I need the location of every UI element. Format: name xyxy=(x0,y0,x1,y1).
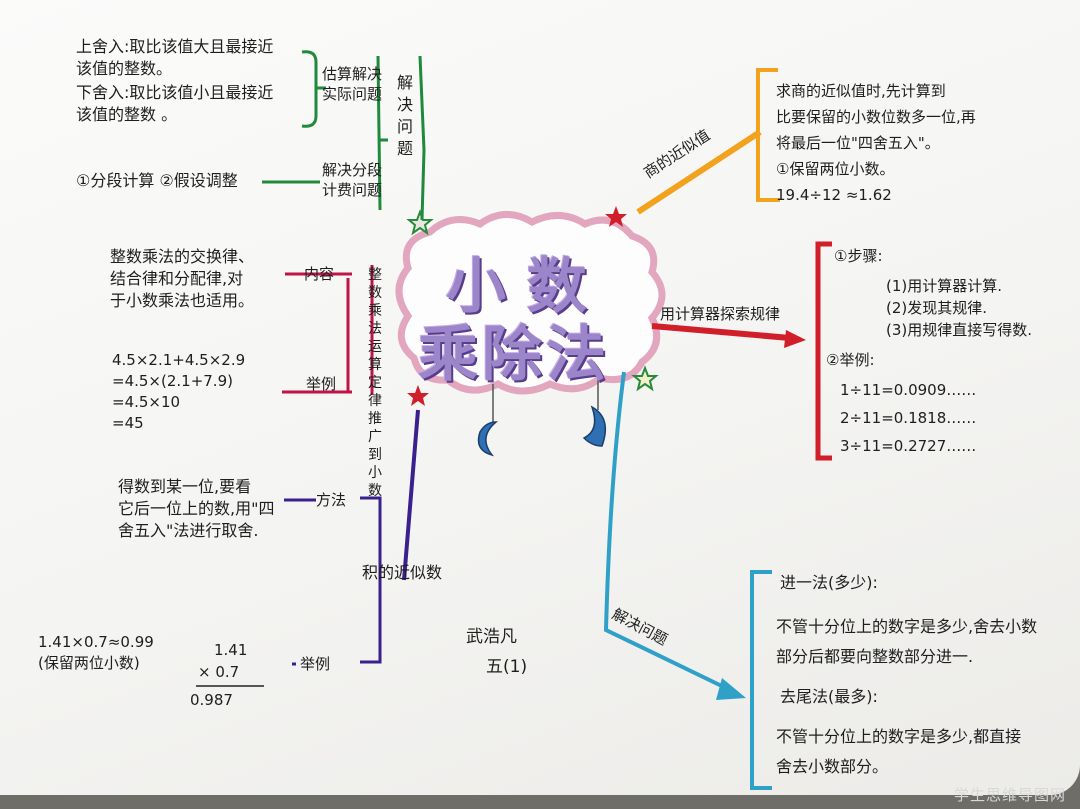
product-example-left: 1.41×0.7≈0.99 (保留两位小数) xyxy=(38,633,154,672)
content-label: 内容 xyxy=(304,265,335,283)
step-2: (2)发现其规律. xyxy=(886,299,988,317)
piecewise-label: 解决分段 计费问题 xyxy=(322,161,383,199)
star-icon xyxy=(605,206,627,227)
steps-title: ①步骤: xyxy=(834,247,883,265)
moon-icon-right xyxy=(582,405,607,447)
vertical-calc-top: 1.41 xyxy=(214,641,248,659)
rounding-method-text: 得数到某一位,要看 它后一位上的数,用"四 舍五入"法进行取舍. xyxy=(118,477,275,540)
star-icon xyxy=(407,385,429,406)
calc-example-1: 1÷11=0.0909…… xyxy=(840,381,977,399)
laws-example-label: 举例 xyxy=(306,375,337,393)
laws-example-calc: 4.5×2.1+4.5×2.9 =4.5×(2.1+7.9) =4.5×10 =… xyxy=(112,351,246,432)
product-example-label: 举例 xyxy=(300,655,331,673)
author-name: 武浩凡 xyxy=(466,627,517,647)
watermark: 学生思维导图网 xyxy=(953,786,1066,804)
estimate-label: 估算解决 实际问题 xyxy=(322,65,383,103)
calculator-branch: 用计算器探索规律 xyxy=(660,305,781,323)
examples-title: ②举例: xyxy=(826,351,875,369)
calc-example-2: 2÷11=0.1818…… xyxy=(840,409,977,427)
calc-example-3: 3÷11=0.2727…… xyxy=(840,437,977,455)
floor-method-title: 去尾法(最多): xyxy=(780,687,878,706)
star-icon xyxy=(631,365,659,392)
product-approx-branch: 积的近似数 xyxy=(362,563,443,582)
step-3: (3)用规律直接写得数. xyxy=(886,321,1033,339)
roundup-text: 上舍入:取比该值大且最接近 该值的整数。 xyxy=(76,37,274,78)
laws-content-text: 整数乘法的交换律、 结合律和分配律,对 于小数乘法也适用。 xyxy=(110,247,255,310)
moon-icon-left xyxy=(477,421,499,457)
solve-branch-label: 解决问题 xyxy=(396,73,413,158)
ceil-method-text: 不管十分位上的数字是多少,舍去小数 部分后都要向整数部分进一. xyxy=(776,617,1038,666)
center-title-line1: 小 数 xyxy=(446,252,587,322)
quotient-approx-text: 求商的近似值时,先计算到 比要保留的小数位数多一位,再 将最后一位"四舍五入"。… xyxy=(776,82,976,204)
piecewise-methods: ①分段计算 ②假设调整 xyxy=(76,171,238,190)
author-class: 五(1) xyxy=(486,657,528,677)
floor-method-text: 不管十分位上的数字是多少,都直接 舍去小数部分。 xyxy=(776,727,1022,776)
center-title-line2: 乘除法 xyxy=(418,320,610,390)
method-label: 方法 xyxy=(316,491,347,509)
rounddown-text: 下舍入:取比该值小且最接近 该值的整数 。 xyxy=(76,83,274,124)
center-cloud xyxy=(395,211,666,395)
ceil-method-title: 进一法(多少): xyxy=(780,573,878,592)
laws-branch-label: 整数乘法运算定律推广到小数 xyxy=(368,267,382,499)
star-icon xyxy=(406,209,434,236)
vertical-calc-result: 0.987 xyxy=(190,691,233,709)
vertical-calc-mid: × 0.7 xyxy=(198,663,240,681)
step-1: (1)用计算器计算. xyxy=(886,277,1003,295)
